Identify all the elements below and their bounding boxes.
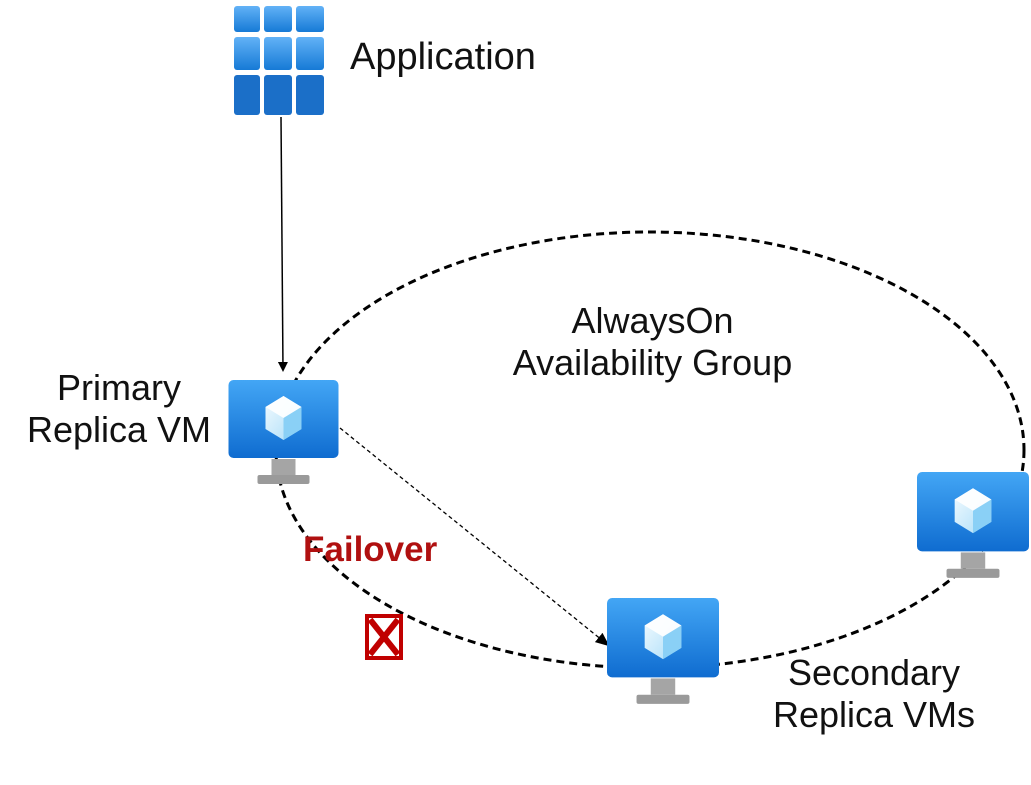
failover-arrow: [339, 427, 610, 647]
primary-replica-label-line-2: Replica VM: [26, 408, 212, 450]
failover-label: Failover: [303, 530, 438, 569]
availability-group-label-line-2: Availability Group: [512, 341, 793, 383]
secondary-replica-vm-icon-2: [917, 472, 1029, 578]
application-label: Application: [350, 36, 536, 78]
application-to-primary-arrow: [277, 116, 288, 372]
availability-group-label: AlwaysOn Availability Group: [485, 300, 820, 384]
primary-replica-vm-icon: [228, 380, 339, 484]
primary-replica-label: Primary Replica VM: [8, 367, 230, 451]
secondary-replica-label-line-2: Replica VMs: [772, 693, 976, 735]
secondary-replica-vm-icon: [607, 598, 719, 704]
availability-group-label-line-1: AlwaysOn: [571, 300, 734, 341]
secondary-replica-label: Secondary Replica VMs: [750, 652, 998, 736]
failed-x-icon: [365, 614, 403, 660]
primary-replica-label-line-1: Primary: [57, 367, 181, 408]
secondary-replica-label-line-1: Secondary: [787, 652, 961, 693]
application-icon: [234, 6, 324, 115]
